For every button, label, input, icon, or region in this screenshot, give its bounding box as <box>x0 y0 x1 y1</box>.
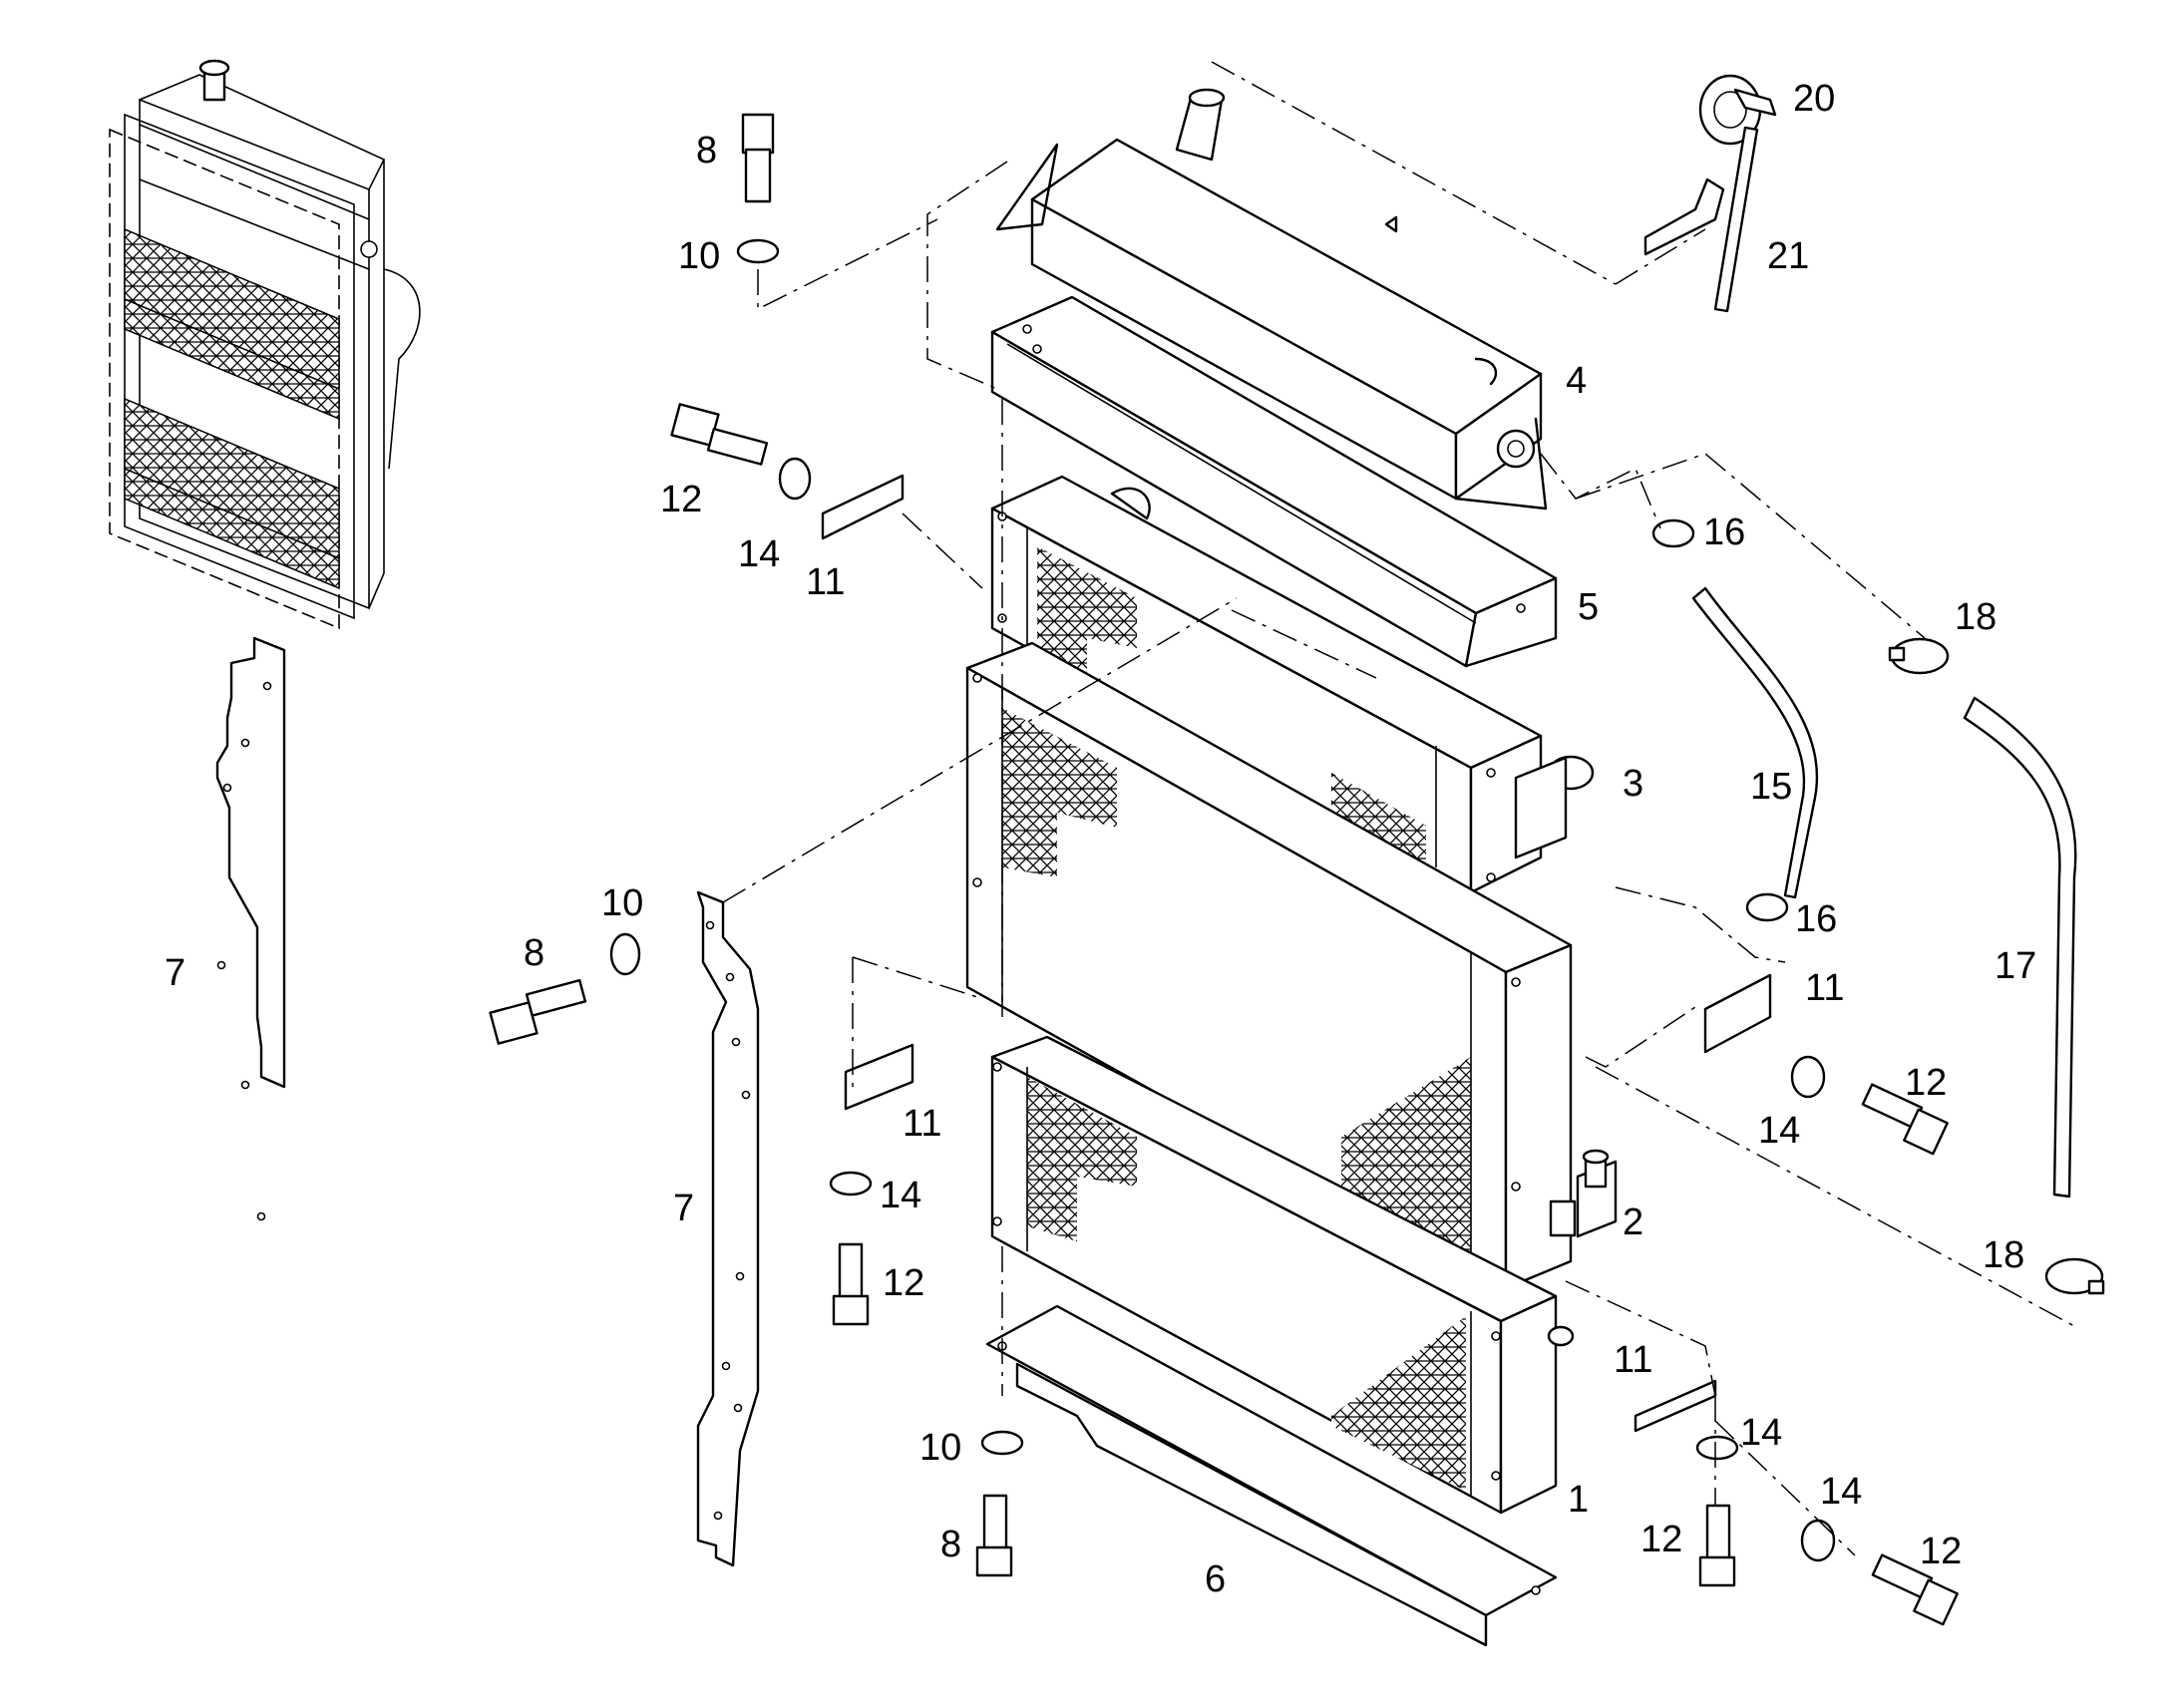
callout-part-15: 15 <box>1750 766 1793 808</box>
callout-part-12-bottom-right: 12 <box>1920 1531 1963 1572</box>
callout-part-5: 5 <box>1578 586 1600 628</box>
callout-part-18-top: 18 <box>1955 596 1998 638</box>
callout-part-14-right: 14 <box>1758 1110 1801 1152</box>
callout-part-7-left: 7 <box>165 952 186 994</box>
rail-holes-left <box>216 681 272 1221</box>
mounting-clips <box>821 474 1772 1433</box>
callout-part-11-right: 11 <box>1805 967 1845 1009</box>
callout-part-18-bottom: 18 <box>1983 1234 2025 1276</box>
callout-part-8-bottom: 8 <box>940 1524 962 1565</box>
callout-part-2: 2 <box>1623 1201 1644 1243</box>
callout-part-7-middle: 7 <box>673 1188 695 1229</box>
callout-part-12-right: 12 <box>1905 1062 1948 1104</box>
callout-part-11-top: 11 <box>806 561 846 603</box>
washers <box>609 238 1836 1562</box>
callout-part-12-bottom: 12 <box>1640 1519 1683 1560</box>
upper-mounting-bracket <box>990 295 1558 668</box>
rail-holes-middle <box>705 920 751 1521</box>
coolant-hoses <box>1643 74 2077 1198</box>
callout-part-11-bottom: 11 <box>1614 1339 1653 1381</box>
oil-cooler-core <box>990 1035 1575 1515</box>
callout-part-8-left: 8 <box>524 932 545 974</box>
callout-part-12-top: 12 <box>660 479 703 520</box>
side-rail-mounted <box>696 890 760 1567</box>
expansion-tank <box>995 88 1548 511</box>
assembly-overview-thumbnail <box>109 59 421 630</box>
callout-part-14-bottom-right: 14 <box>1820 1471 1863 1513</box>
callout-part-3: 3 <box>1623 763 1644 805</box>
assembly-guide-lines <box>722 61 2075 1556</box>
callout-part-4: 4 <box>1566 360 1588 402</box>
callout-part-10-left: 10 <box>601 882 644 924</box>
callout-part-1: 1 <box>1568 1479 1590 1521</box>
hose-clamps <box>1651 518 2105 1295</box>
bolts <box>489 113 1959 1626</box>
callout-part-8-top: 8 <box>696 130 718 171</box>
callout-part-10-bottom: 10 <box>919 1427 962 1469</box>
callout-part-12-left: 12 <box>883 1262 925 1304</box>
callout-part-16-top: 16 <box>1703 512 1746 553</box>
callout-part-10-top: 10 <box>678 235 721 277</box>
side-rail-standalone <box>215 636 286 1089</box>
callout-part-14-bottom: 14 <box>1740 1412 1783 1454</box>
callout-part-21: 21 <box>1767 235 1810 277</box>
callout-part-16-bottom: 16 <box>1795 898 1838 940</box>
callout-part-6: 6 <box>1205 1558 1227 1600</box>
callout-part-20: 20 <box>1793 78 1836 120</box>
callout-part-14-left: 14 <box>880 1175 922 1216</box>
callout-part-17: 17 <box>1995 945 2037 987</box>
callout-part-14-top: 14 <box>738 533 781 575</box>
callout-part-11-left: 11 <box>903 1103 942 1145</box>
lower-mounting-bracket <box>985 1304 1558 1647</box>
